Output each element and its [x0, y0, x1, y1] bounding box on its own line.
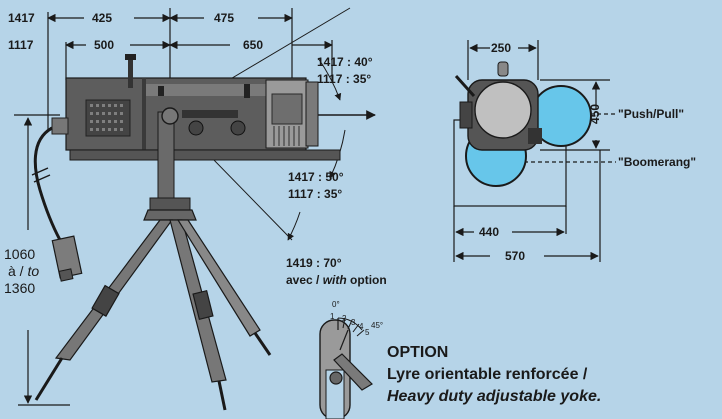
option-title: OPTION — [387, 344, 449, 361]
height-sep-label: à / to — [8, 263, 40, 279]
tilt-up-1117: 1117 : 35° — [317, 72, 372, 86]
scale-mark-3: 3 — [351, 318, 356, 327]
width-570-label: 570 — [505, 249, 526, 263]
option-english: Heavy duty adjustable yoke. — [387, 388, 602, 405]
model-1417-label: 1417 — [8, 11, 35, 25]
spotlight-body — [51, 54, 319, 151]
tilt-option-note: avec / with option — [286, 273, 387, 287]
height-max-label: 1360 — [4, 280, 36, 296]
stand-pole — [69, 107, 341, 213]
width-440-label: 440 — [479, 225, 500, 239]
tilt-down-1117: 1117 : 35° — [288, 187, 343, 201]
dim-425-label: 425 — [92, 11, 113, 25]
dim-650-label: 650 — [243, 38, 264, 52]
scale-mark-5: 5 — [365, 328, 370, 337]
width-250-label: 250 — [491, 41, 512, 55]
power-cable — [31, 126, 83, 282]
height-dimension — [14, 114, 70, 406]
scale-45-label: 45° — [371, 321, 384, 330]
push-pull-label: "Push/Pull" — [618, 107, 685, 121]
model-1117-label: 1117 — [8, 38, 34, 52]
height-450-label: 450 — [588, 103, 602, 124]
scale-0-label: 0° — [332, 300, 340, 309]
tilt-up-1417: 1417 : 40° — [317, 55, 373, 69]
tilt-down-1417: 1417 : 50° — [288, 170, 344, 184]
dim-475-label: 475 — [214, 11, 235, 25]
scale-mark-4: 4 — [359, 322, 364, 331]
scale-mark-1: 1 — [330, 312, 335, 321]
option-yoke — [319, 317, 373, 419]
option-french: Lyre orientable renforcée / — [387, 366, 588, 383]
tilt-option-1419: 1419 : 70° — [286, 256, 342, 270]
scale-mark-2: 2 — [342, 314, 347, 323]
dim-500-label: 500 — [94, 38, 115, 52]
tripod — [34, 209, 272, 411]
boomerang-label: "Boomerang" — [618, 155, 697, 169]
front-view — [453, 40, 616, 262]
height-min-label: 1060 — [4, 246, 36, 262]
